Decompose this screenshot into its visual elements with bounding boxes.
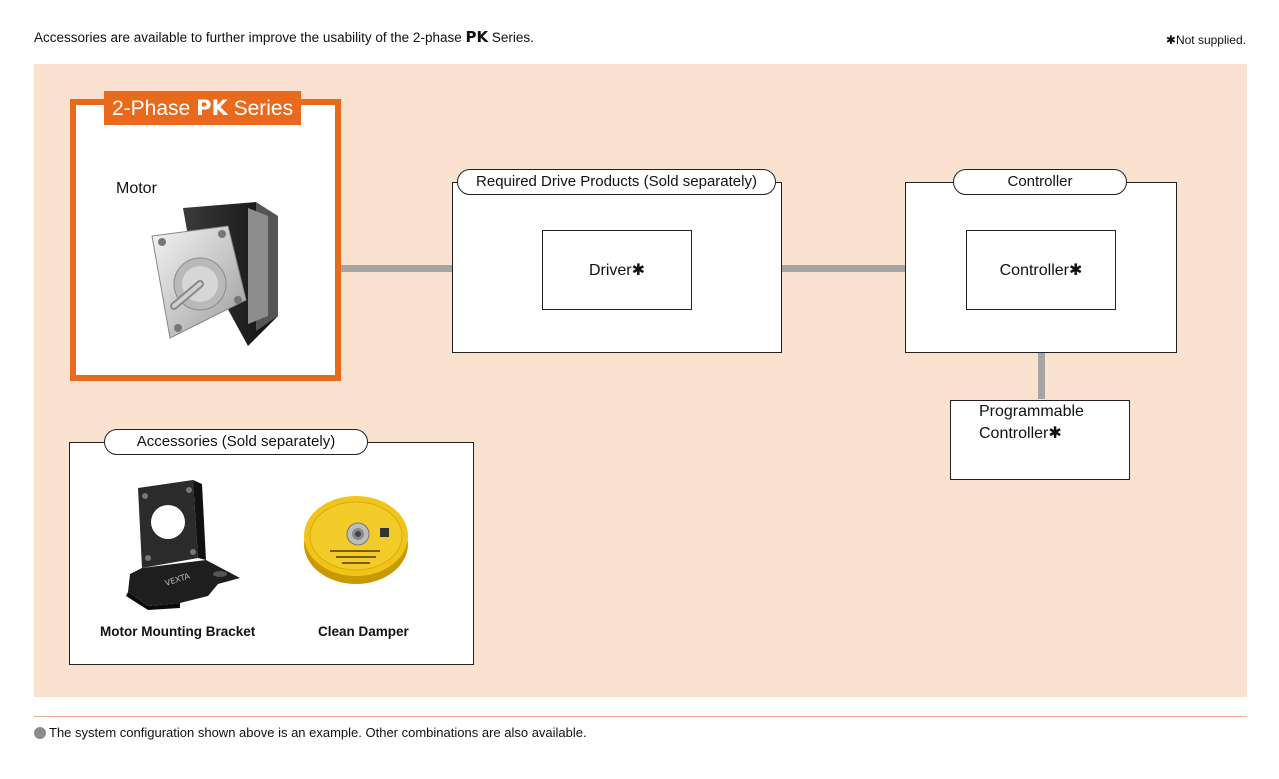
connector-driver-controller	[700, 265, 957, 272]
intro-prefix: Accessories are available to further imp…	[34, 30, 466, 45]
stepper-motor-image	[151, 202, 278, 346]
plc-line1: Programmable	[979, 403, 1084, 420]
intro-suffix: Series.	[488, 30, 534, 45]
footer-divider	[34, 716, 1247, 717]
connector-motor-driver	[287, 265, 534, 272]
mounting-bracket-image: VEXTA	[126, 480, 240, 610]
driver-node: Driver✱	[542, 230, 692, 310]
not-supplied-note: ✱Not supplied.	[1165, 33, 1246, 47]
pk-title-pk: PK	[196, 96, 228, 120]
motor-label: Motor	[116, 180, 157, 197]
controller-group-title: Controller	[953, 169, 1127, 195]
accessory-label-bracket: Motor Mounting Bracket	[100, 624, 256, 639]
footer-note: The system configuration shown above is …	[34, 725, 587, 740]
pk-title-suffix: Series	[227, 97, 294, 120]
clean-damper-image	[304, 496, 408, 584]
pk-title-prefix: 2-Phase	[112, 97, 197, 120]
plc-line2: Controller✱	[979, 425, 1062, 442]
accessories-title: Accessories (Sold separately)	[104, 429, 368, 455]
drive-products-title: Required Drive Products (Sold separately…	[457, 169, 776, 195]
footer-text: The system configuration shown above is …	[49, 725, 587, 740]
intro-pk: PK	[465, 28, 489, 46]
accessory-label-damper: Clean Damper	[318, 624, 409, 639]
bullet-dot-icon	[34, 726, 46, 739]
programmable-controller-node: Programmable Controller✱	[950, 400, 1130, 480]
pk-series-title: 2-Phase PK Series	[104, 91, 302, 125]
intro-text: Accessories are available to further imp…	[34, 28, 534, 46]
controller-node: Controller✱	[966, 230, 1116, 310]
connector-controller-plc	[1038, 315, 1045, 399]
